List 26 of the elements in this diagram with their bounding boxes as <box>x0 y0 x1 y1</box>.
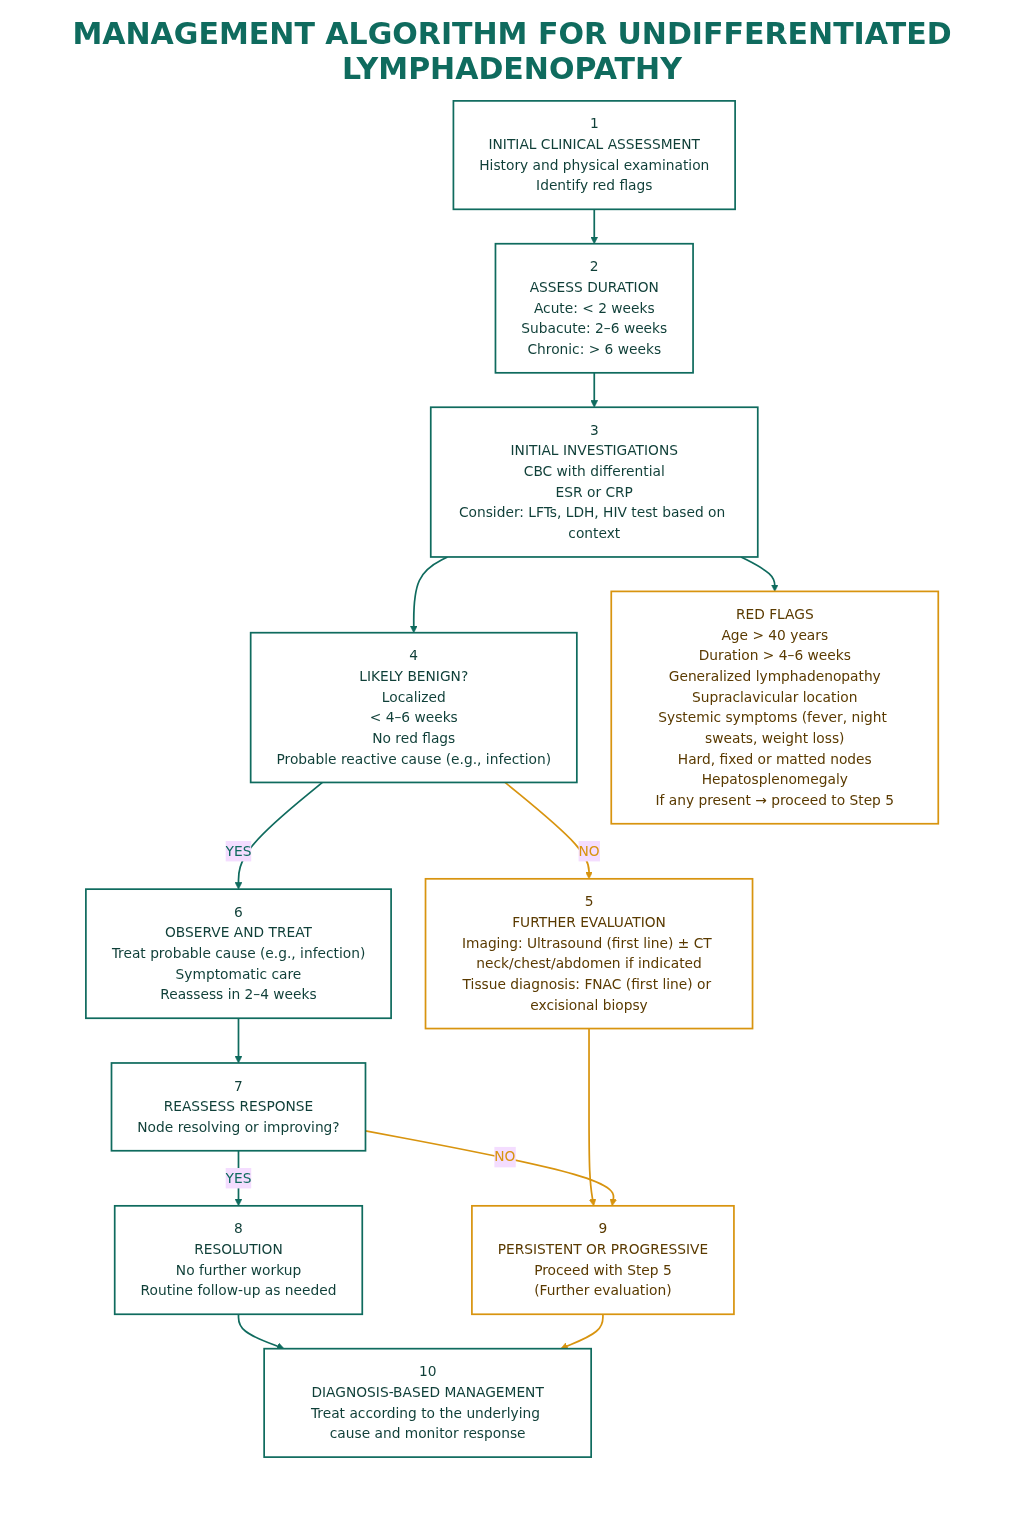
node-box: 6 OBSERVE AND TREAT Treat probable cause (e.g., infection) Symptomatic care Reassess in 2–4 weeks <box>84 888 392 1020</box>
arrow <box>237 1313 285 1350</box>
edge-label: NO <box>494 1148 516 1165</box>
edge-label: YES <box>225 1169 252 1187</box>
node-box: 10 DIAGNOSIS-BASED MANAGEMENT Treat according to the underlying cause and monitor response <box>263 1347 592 1458</box>
arrow <box>234 781 324 890</box>
edge-label: YES <box>225 842 252 860</box>
arrow <box>560 1313 604 1350</box>
node-box: 4 LIKELY BENIGN? Localized < 4–6 weeks No red flags Probable reactive cause (e.g., infection) <box>249 631 578 784</box>
node-box: 5 FURTHER EVALUATION Imaging: Ultrasound (first line) ± CT neck/chest/abdomen if indicated Tissue diagnosis: FNAC (first line) or excisional biopsy <box>424 877 754 1030</box>
diagram-title: MANAGEMENT ALGORITHM FOR UNDIFFERENTIATED LYMPHADENOPATHY <box>71 16 953 86</box>
node-box: 3 INITIAL INVESTIGATIONS CBC with differential ESR or CRP Consider: LFTs, LDH, HIV test based on context <box>429 406 759 558</box>
node-box: 9 PERSISTENT OR PROGRESSIVE Proceed with Step 5 (Further evaluation) <box>470 1204 735 1316</box>
arrow <box>234 1017 243 1064</box>
node-box: RED FLAGS Age > 40 years Duration > 4–6 weeks Generalized lymphadenopathy Supraclavicular location Systemic symptoms (fever, night sweats, weight loss) Hard, fixed or matted nodes Hepatosplenomegaly If any present → proceed to Step 5 <box>610 590 940 825</box>
edge-label: NO <box>578 842 600 860</box>
node-box: 2 ASSESS DURATION Acute: < 2 weeks Subacute: 2–6 weeks Chronic: > 6 weeks <box>494 242 694 374</box>
node-box: 1 INITIAL CLINICAL ASSESSMENT History and physical examination Identify red flags <box>452 100 736 211</box>
arrow <box>590 208 598 245</box>
arrow <box>590 371 598 408</box>
node-box: 7 REASSESS RESPONSE Node resolving or improving? <box>110 1062 367 1152</box>
arrow <box>504 781 593 880</box>
arrow <box>740 556 779 592</box>
node-box: 8 RESOLUTION No further workup Routine follow-up as needed <box>113 1204 364 1316</box>
arrow <box>409 556 449 634</box>
arrow <box>588 1027 597 1207</box>
